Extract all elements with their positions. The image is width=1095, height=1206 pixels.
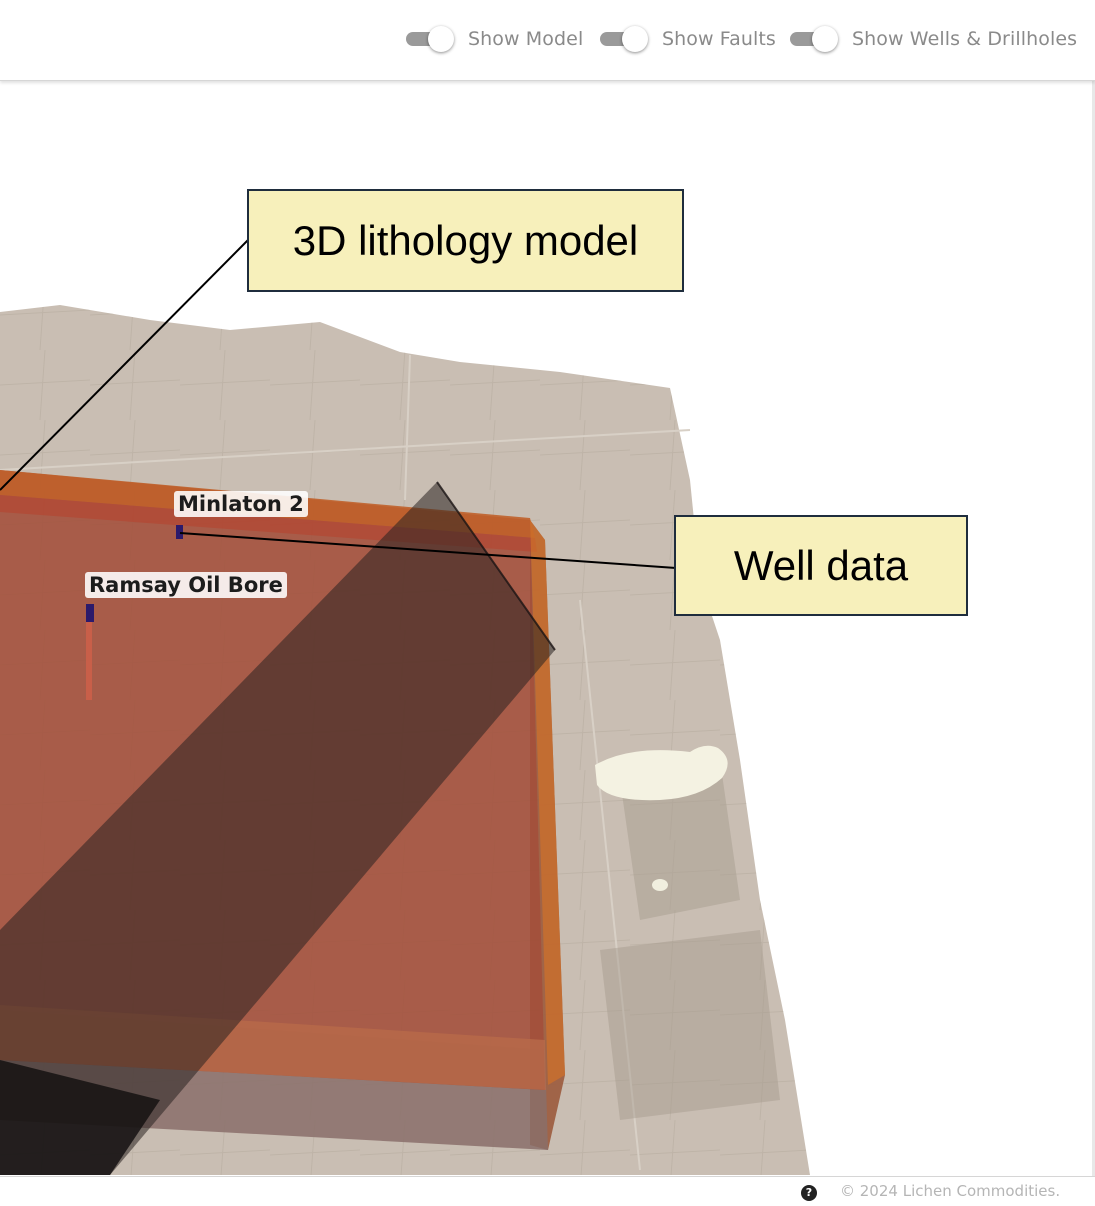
well-label-minlaton-2[interactable]: Minlaton 2 xyxy=(174,491,308,517)
well-callout-leader xyxy=(179,532,677,569)
show-wells-toggle-group: Show Wells & Drillholes xyxy=(788,24,1077,54)
show-faults-toggle[interactable] xyxy=(598,24,650,54)
show-faults-label: Show Faults xyxy=(662,28,776,50)
show-model-toggle-group: Show Model xyxy=(404,24,583,54)
well-data-callout: Well data xyxy=(674,515,968,616)
salt-lake xyxy=(595,745,728,801)
3d-viewport[interactable]: Minlaton 2 Ramsay Oil Bore xyxy=(0,81,1092,1175)
toolbar: Show Model Show Faults Show Wells & Dril… xyxy=(0,0,1095,81)
salt-lake-small xyxy=(652,879,668,891)
footer: ? © 2024 Lichen Commodities. xyxy=(0,1176,1095,1206)
show-faults-toggle-group: Show Faults xyxy=(598,24,776,54)
show-wells-toggle[interactable] xyxy=(788,24,840,54)
viewport-right-border xyxy=(1092,80,1095,1206)
model-callout-leader xyxy=(0,239,249,491)
well-trace-ramsay-oil-bore xyxy=(86,622,92,700)
fault-plane-dark-lower xyxy=(0,1060,160,1175)
help-icon[interactable]: ? xyxy=(801,1185,817,1201)
fault-plane xyxy=(0,482,555,1175)
copyright-text: © 2024 Lichen Commodities. xyxy=(840,1182,1061,1200)
fault-plane-edge xyxy=(436,481,556,651)
terrain-road xyxy=(0,429,691,471)
toggle-knob xyxy=(622,26,648,52)
well-label-ramsay-oil-bore[interactable]: Ramsay Oil Bore xyxy=(85,572,287,598)
toggle-knob xyxy=(812,26,838,52)
show-model-toggle[interactable] xyxy=(404,24,456,54)
show-model-label: Show Model xyxy=(468,28,584,50)
terrain-darker-patch xyxy=(600,930,780,1120)
well-marker-minlaton-2[interactable] xyxy=(176,525,183,539)
toggle-knob xyxy=(428,26,454,52)
show-wells-label: Show Wells & Drillholes xyxy=(852,28,1078,50)
well-marker-ramsay-oil-bore[interactable] xyxy=(86,604,94,622)
terrain-road xyxy=(579,599,641,1171)
terrain-road xyxy=(404,354,411,501)
lithology-model-callout: 3D lithology model xyxy=(247,189,684,292)
